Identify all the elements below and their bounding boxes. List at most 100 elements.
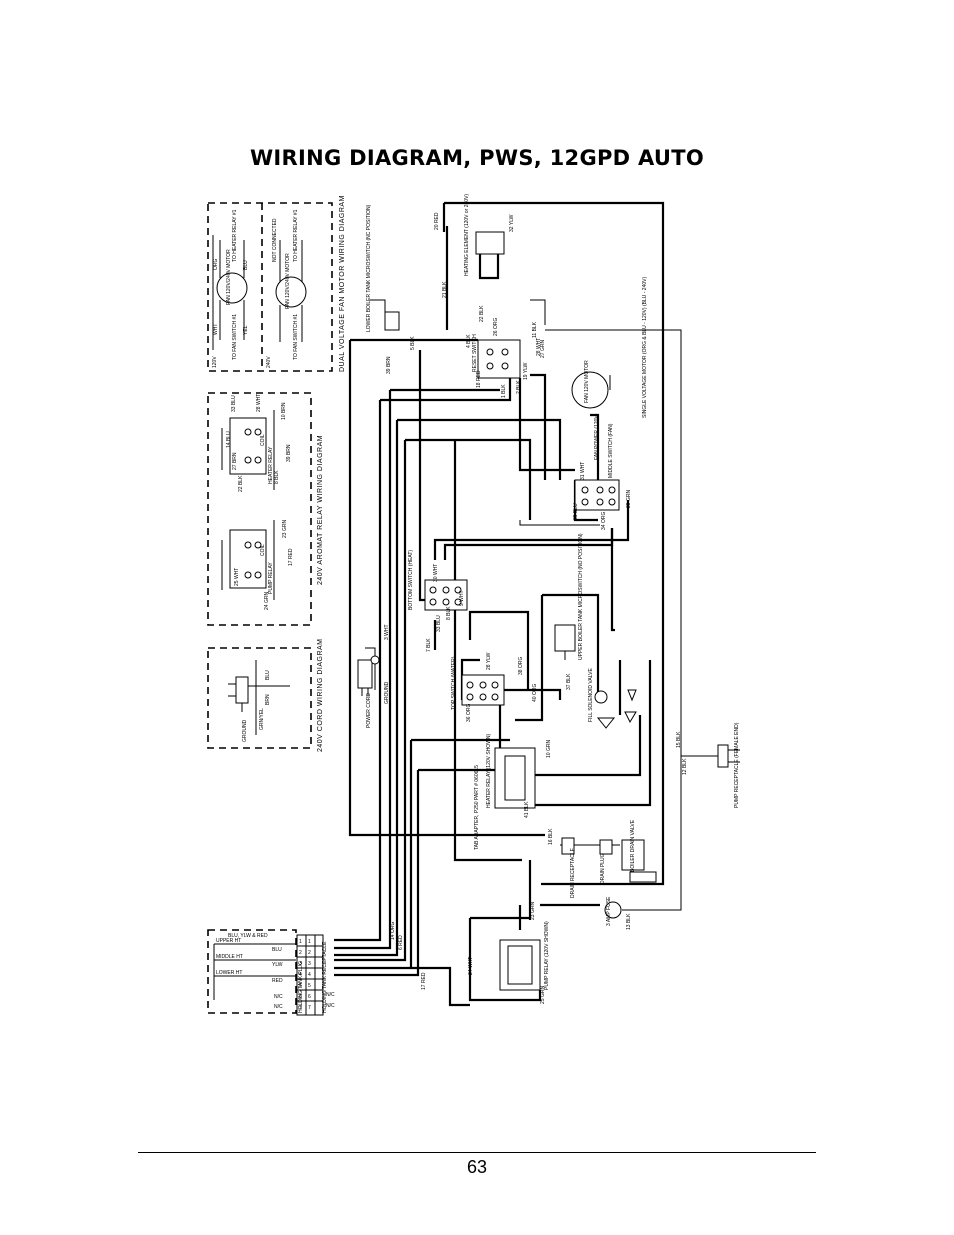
pump-receptacle-label: PUMP RECEPTACLE (FEMALE END) xyxy=(734,722,740,808)
single-motor-label: SINGLE VOLTAGE MOTOR (ORG & BLU - 120V) … xyxy=(642,277,648,418)
wire-7blk: 7 BLK xyxy=(426,638,432,652)
drain-valve-label: BOILER DRAIN VALVE xyxy=(630,819,636,872)
inset-cord-diagram: 240V CORD WIRING DIAGRAM BLU BRN GRN/YEL… xyxy=(207,638,324,752)
receptacle-nc-2: N/C xyxy=(326,1003,335,1009)
fan-motor-label: FAN 120V MOTOR xyxy=(584,360,590,403)
wire-34org: 34 ORG xyxy=(601,512,607,530)
inset-wire-33blu: 33 BLU xyxy=(231,395,237,412)
wire-32yel: 32 YLW xyxy=(509,214,515,232)
wire-37blk: 37 BLK xyxy=(566,673,572,690)
inset-fan-motor-diagram: DUAL VOLTAGE FAN MOTOR WIRING DIAGRAM 12… xyxy=(207,195,346,372)
plug-nc-1: N/C xyxy=(274,994,283,1000)
inset-wire-17red: 17 RED xyxy=(288,548,294,566)
wire-17red: 17 RED xyxy=(421,972,427,990)
wire-wht-label: WHT xyxy=(213,324,219,335)
wire-2blk: 2 BLK xyxy=(516,380,522,394)
inset-wire-8blk: 8 BLK xyxy=(274,470,280,484)
wire-26org: 26 ORG xyxy=(493,318,499,336)
wire-12blk: 12 BLK xyxy=(682,758,688,775)
wire-13blk: 13 BLK xyxy=(626,913,632,930)
wire-6red: 6 RED xyxy=(398,935,404,950)
upper-microswitch-label: UPPER BOILER TANK MICROSWITCH (NO POSITI… xyxy=(578,533,584,660)
bottom-switch-label: BOTTOM SWITCH (HEAT) xyxy=(408,550,414,610)
reset-switch-label: RESET SWITCH xyxy=(472,334,478,372)
pump-relay-label: PUMP RELAY (120V SHOWN) xyxy=(544,921,550,990)
heater-relay-label: HEATER RELAY (120V SHOWN) xyxy=(486,733,492,808)
cord-brn-label: BRN xyxy=(265,694,271,705)
wire-labels: 20 RED 32 YLW 21 BLK 22 BLK 26 ORG 5 BLK… xyxy=(384,212,688,1004)
inset-wire-22blk: 22 BLK xyxy=(238,475,244,492)
plug-pin-a4: 4 xyxy=(299,972,302,978)
cord-ground-label: GROUND xyxy=(242,719,248,742)
to-heater-relay-label: TO HEATER RELAY #1 xyxy=(232,209,238,262)
wire-21blk: 21 BLK xyxy=(442,281,448,298)
blu-yel-red-label: BLU, YLW & RED xyxy=(228,933,268,939)
fan-motor-120-label: FAN 120V/240V MOTOR xyxy=(226,249,232,305)
wire-org-label: ORG xyxy=(213,259,219,271)
cord-grn-yel-label: GRN/YEL xyxy=(259,708,265,730)
fuse-label: 3 AMP FUSE xyxy=(606,896,612,926)
plug-red-label: RED xyxy=(272,978,283,984)
wire-yel-label: YEL xyxy=(243,325,249,335)
heater-relay-inset-label: HEATER RELAY xyxy=(268,446,274,484)
lower-microswitch-label: LOWER BOILER TANK MICROSWITCH (NC POSITI… xyxy=(366,204,372,332)
wire-35blu: 35 BLU xyxy=(573,503,579,520)
inset-aromat-relay-diagram: 240V AROMAT RELAY WIRING DIAGRAM HEATER … xyxy=(207,392,324,626)
plug-pin-b5: 5 xyxy=(308,983,311,989)
cord-blu-label: BLU xyxy=(265,670,271,680)
plug-pin-b1: 1 xyxy=(308,939,311,945)
wire-22blk: 22 BLK xyxy=(479,305,485,322)
wire-25grn: 25 GRN xyxy=(540,986,546,1004)
wire-30wht: 30 WHT xyxy=(433,564,439,582)
power-cord-label: POWER CORD xyxy=(366,693,372,728)
label-240v: 240V xyxy=(266,356,272,368)
page-number: 63 xyxy=(466,1157,488,1177)
to-heater-relay-label-2: TO HEATER RELAY #1 xyxy=(293,209,299,262)
component-labels: HEATING ELEMENT (120V or 240V) LOWER BOI… xyxy=(366,194,740,990)
wire-27grn: 27 GRN xyxy=(540,340,546,358)
plug-pin-a7: 7 xyxy=(299,1005,302,1011)
plug-label: HOLDING TANK PLUG xyxy=(298,961,304,1013)
aromat-relay-diagram-title: 240V AROMAT RELAY WIRING DIAGRAM xyxy=(317,435,324,585)
heating-element-label: HEATING ELEMENT (120V or 240V) xyxy=(464,194,470,276)
wire-28yel: 28 YLW xyxy=(486,652,492,670)
wire-10grn: 10 GRN xyxy=(546,740,552,758)
wire-8blk: 8 BLK xyxy=(446,606,452,620)
fan-power-label: FAN POWER (120V) xyxy=(594,413,600,460)
wire-38org: 38 ORG xyxy=(518,657,524,675)
inset-wire-25wht: 25 WHT xyxy=(234,568,240,586)
wire-23grn: 23 GRN xyxy=(530,902,536,920)
plug-ylw-label: YLW xyxy=(272,962,283,968)
plug-pin-a2: 2 xyxy=(299,950,302,956)
wire-39brn: 39 BRN xyxy=(386,356,392,374)
not-connected-label: NOT CONNECTED xyxy=(272,218,278,262)
footer-rule xyxy=(138,1152,816,1153)
plug-pin-a6: 6 xyxy=(299,994,302,1000)
drain-plug-label: DRAIN PLUG xyxy=(600,853,606,884)
plug-pin-a5: 5 xyxy=(299,983,302,989)
plug-pin-b2: 2 xyxy=(308,950,311,956)
wire-18red: 18 RED xyxy=(476,370,482,388)
wire-1blk: 1 BLK xyxy=(501,384,507,398)
inset-wire-27brn: 27 BRN xyxy=(232,452,238,470)
wire-20red: 20 RED xyxy=(434,212,440,230)
wire-36org: 36 ORG xyxy=(466,704,472,722)
wire-40org: 40 ORG xyxy=(532,684,538,702)
inset-wire-28wht: 28 WHT xyxy=(256,394,262,412)
middle-ht-label: MIDDLE HT xyxy=(216,954,243,960)
wire-5blk: 5 BLK xyxy=(410,336,416,350)
inset-wire-23grn: 23 GRN xyxy=(282,520,288,538)
wire-24wht: 24 WHT xyxy=(468,957,474,975)
plug-pin-a1: 1 xyxy=(299,939,302,945)
wire-9wht: 9 WHT xyxy=(459,590,465,606)
wire-33blu: 33 BLU xyxy=(436,615,442,632)
plug-pin-a3: 3 xyxy=(299,961,302,967)
inset-wire-39brn: 39 BRN xyxy=(286,444,292,462)
cord-diagram-title: 240V CORD WIRING DIAGRAM xyxy=(317,638,324,752)
wire-41blk: 41 BLK xyxy=(524,801,530,818)
pump-relay-inset-label: PUMP RELAY xyxy=(268,562,274,594)
wire-4blk: 4 BLK xyxy=(466,334,472,348)
lower-ht-label: LOWER HT xyxy=(216,970,242,976)
to-fan-switch-label-2: TO FAN SWITCH #1 xyxy=(293,314,299,360)
